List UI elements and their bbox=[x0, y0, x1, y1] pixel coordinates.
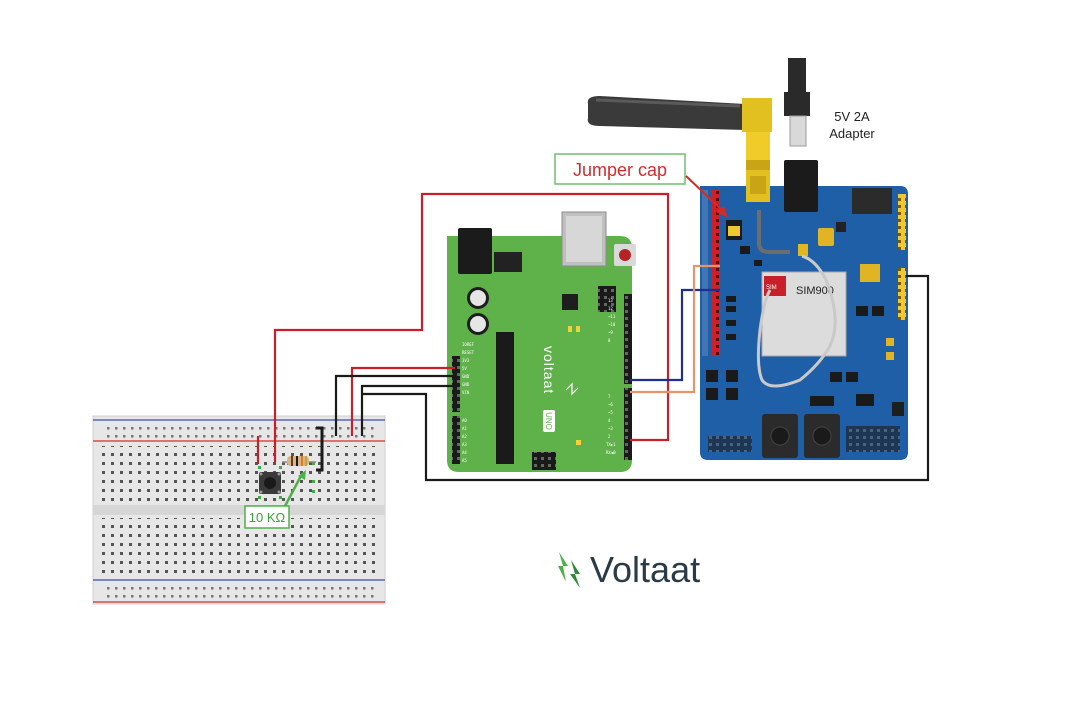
voltaat-lightning-icon bbox=[558, 552, 580, 588]
adapter-label-line2: Adapter bbox=[829, 126, 875, 141]
svg-text:~10: ~10 bbox=[608, 322, 616, 327]
svg-text:~5: ~5 bbox=[608, 410, 613, 415]
svg-text:A0: A0 bbox=[462, 418, 467, 423]
svg-text:13: 13 bbox=[608, 298, 613, 303]
svg-text:A4: A4 bbox=[462, 450, 467, 455]
antenna-icon bbox=[587, 96, 772, 170]
svg-text:~3: ~3 bbox=[608, 426, 613, 431]
svg-text:5V: 5V bbox=[462, 366, 467, 371]
svg-text:2: 2 bbox=[608, 434, 611, 439]
breadboard bbox=[92, 415, 386, 605]
arduino-brand: voltaat bbox=[541, 346, 557, 394]
resistor-arrow bbox=[282, 473, 304, 509]
jumper-cap-arrow-head bbox=[716, 206, 728, 218]
wires bbox=[256, 192, 930, 482]
wire-red-long bbox=[273, 192, 670, 462]
wire-orange-serial bbox=[630, 264, 720, 394]
svg-text:~9: ~9 bbox=[608, 330, 613, 335]
voltaat-logo: Voltaat bbox=[558, 549, 700, 590]
sim-module-label: SIM900 bbox=[796, 285, 834, 297]
svg-text:RX◀0: RX◀0 bbox=[606, 450, 616, 455]
resistor-arrow-head bbox=[298, 470, 306, 480]
jumper-cap-label-box bbox=[554, 153, 686, 185]
resistor-icon bbox=[282, 456, 316, 466]
resistor-label-box bbox=[244, 505, 290, 529]
svg-text:GND: GND bbox=[462, 374, 470, 379]
svg-text:8: 8 bbox=[608, 338, 611, 343]
svg-text:GND: GND bbox=[462, 382, 470, 387]
wire-black-jumper bbox=[316, 426, 324, 472]
svg-text:A1: A1 bbox=[462, 426, 467, 431]
arduino-model: UNO bbox=[544, 412, 553, 430]
wire-black-shield-gnd bbox=[362, 274, 930, 482]
svg-text:~11: ~11 bbox=[608, 314, 616, 319]
logo-text: Voltaat bbox=[590, 549, 700, 590]
svg-text:RESET: RESET bbox=[462, 350, 475, 355]
svg-text:A2: A2 bbox=[462, 434, 467, 439]
svg-text:A3: A3 bbox=[462, 442, 467, 447]
sim900-shield: SIM SIM900 bbox=[700, 160, 908, 460]
svg-text:12: 12 bbox=[608, 306, 613, 311]
jumper-cap-label: Jumper cap bbox=[573, 160, 667, 180]
wire-red-5v bbox=[350, 366, 455, 436]
svg-text:VIN: VIN bbox=[462, 390, 470, 395]
svg-text:7: 7 bbox=[608, 394, 611, 399]
adapter-label-line1: 5V 2A bbox=[834, 109, 870, 124]
svg-text:A5: A5 bbox=[462, 458, 467, 463]
svg-text:4: 4 bbox=[608, 418, 611, 423]
arduino-model-badge: UNO bbox=[543, 410, 555, 432]
svg-text:~6: ~6 bbox=[608, 402, 613, 407]
wire-black-gnd2 bbox=[360, 384, 455, 436]
svg-text:3V3: 3V3 bbox=[462, 358, 470, 363]
svg-text:TX▶1: TX▶1 bbox=[606, 442, 616, 447]
svg-text:IOREF: IOREF bbox=[462, 342, 475, 347]
wire-blue-serial bbox=[630, 288, 720, 382]
jumper-cap-arrow bbox=[685, 175, 725, 213]
power-adapter-plug bbox=[784, 58, 810, 147]
push-button-icon bbox=[259, 472, 281, 494]
resistor-label: 10 KΩ bbox=[249, 510, 286, 525]
svg-text:SIM: SIM bbox=[766, 285, 777, 291]
wire-black-gnd1 bbox=[334, 374, 455, 436]
